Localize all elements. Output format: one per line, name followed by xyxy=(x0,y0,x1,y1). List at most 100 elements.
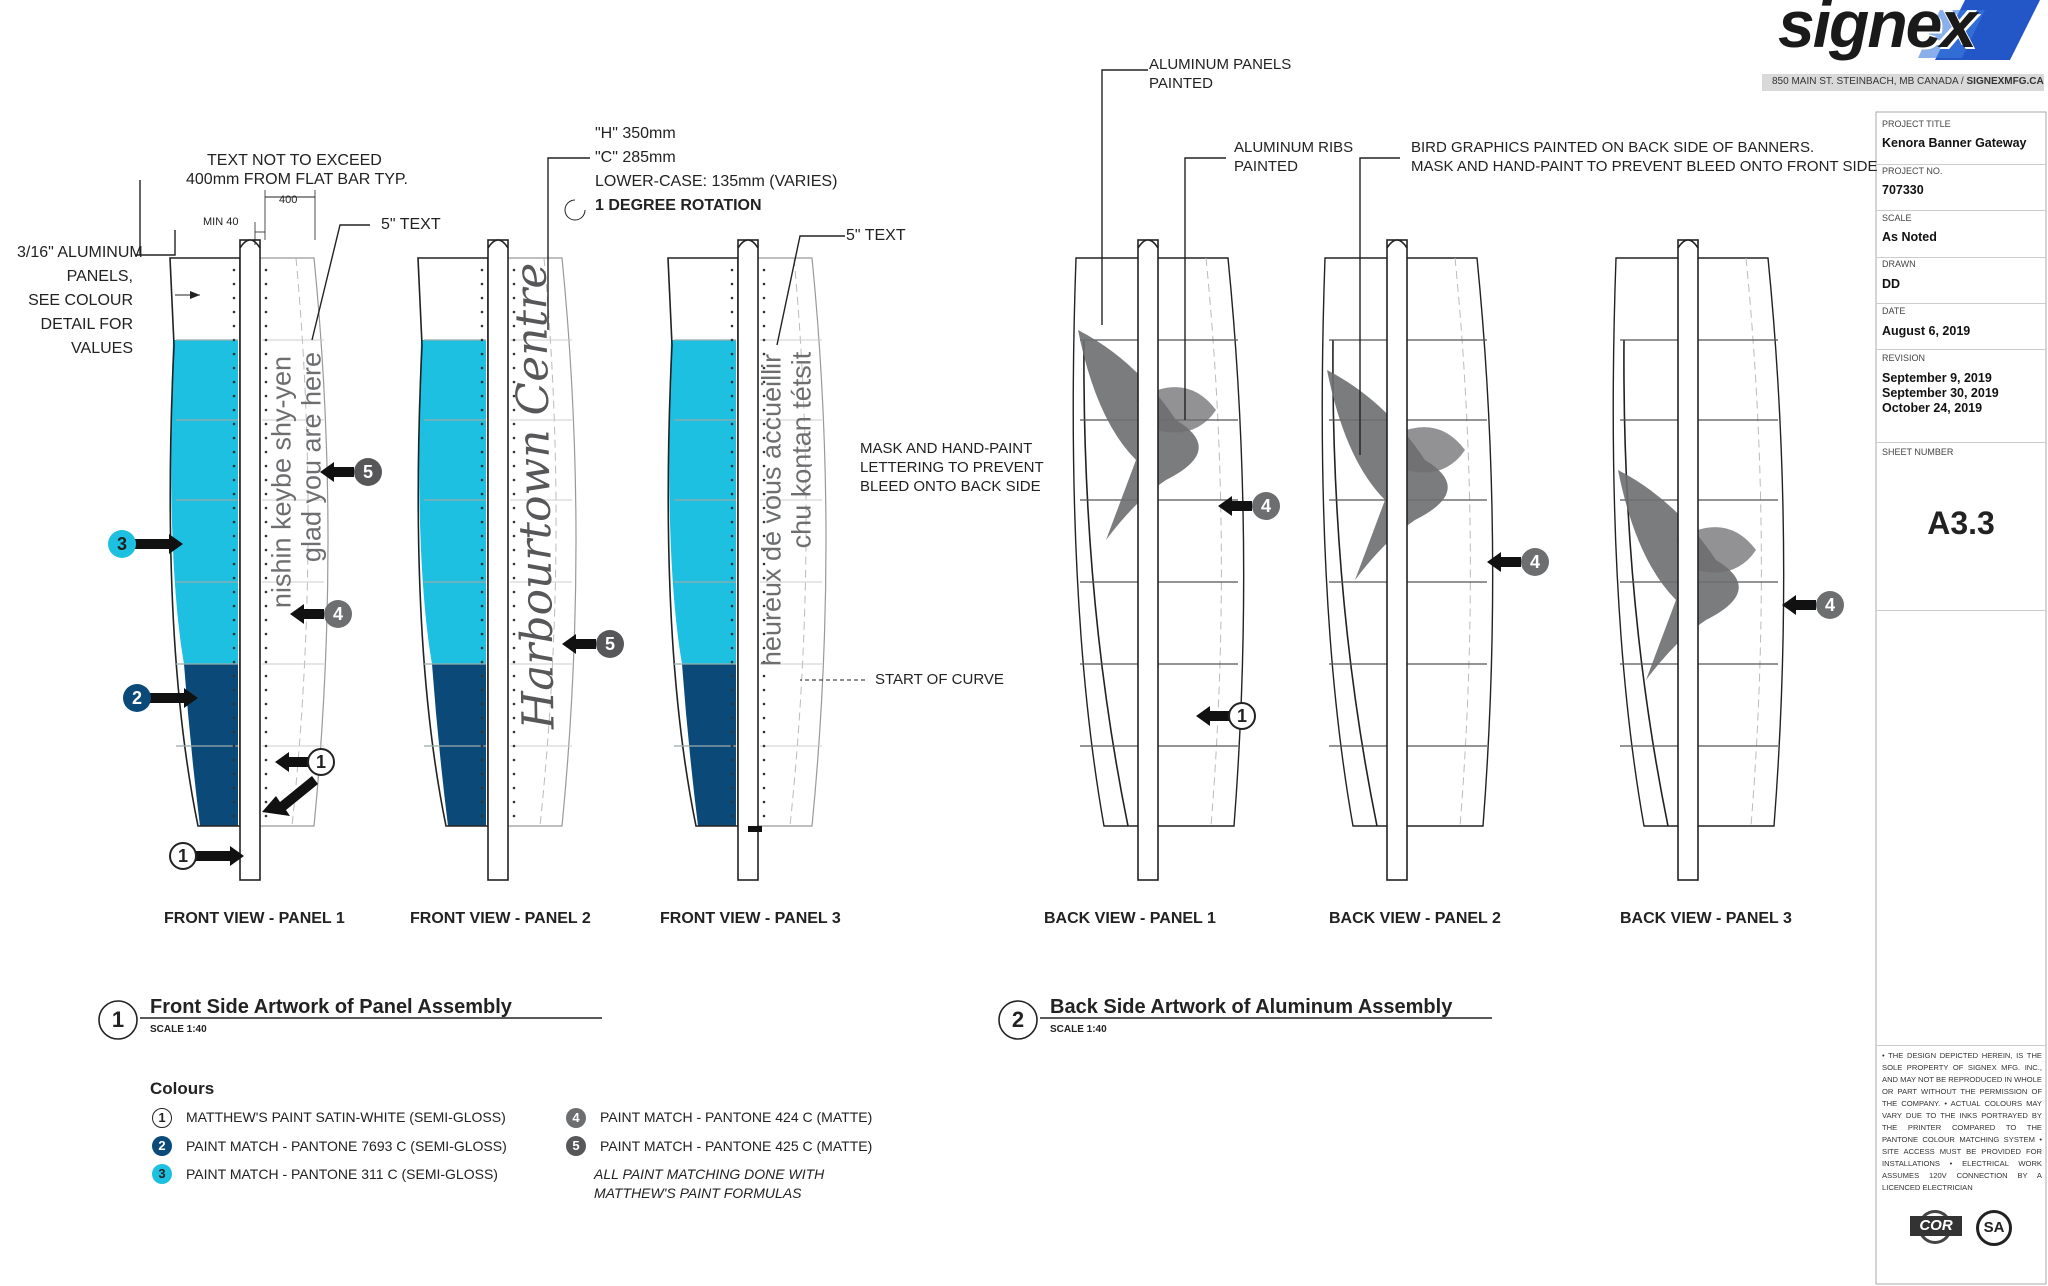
colour-swatch-2: 2 xyxy=(152,1136,172,1156)
rivet xyxy=(264,506,268,510)
rivet xyxy=(232,436,236,440)
rivet xyxy=(480,548,484,552)
website-text[interactable]: SIGNEXMFG.CA xyxy=(1966,76,2044,87)
tb-row-project-no xyxy=(1876,164,2046,211)
rivet xyxy=(512,268,516,272)
rivet xyxy=(730,702,734,706)
rivet xyxy=(762,506,766,510)
note-panels-3: SEE COLOUR xyxy=(28,292,133,309)
rivet xyxy=(762,800,766,804)
rivet xyxy=(232,534,236,538)
rivet xyxy=(762,632,766,636)
colour-label-3: PAINT MATCH - PANTONE 311 C (SEMI-GLOSS) xyxy=(186,1166,498,1182)
fat-arrow xyxy=(320,462,354,482)
pole-cap xyxy=(1677,239,1699,249)
note-mask-3: BLEED ONTO BACK SIDE xyxy=(860,478,1041,495)
rivet xyxy=(762,758,766,762)
rivet xyxy=(480,338,484,342)
rivet xyxy=(512,632,516,636)
rivet xyxy=(232,716,236,720)
note-five-inch-text-b: 5" TEXT xyxy=(846,227,906,244)
rivet xyxy=(264,380,268,384)
colour-label-5: PAINT MATCH - PANTONE 425 C (MATTE) xyxy=(600,1138,873,1154)
rivet xyxy=(512,534,516,538)
tb-revision-2: September 30, 2019 xyxy=(1882,386,1999,400)
rivet xyxy=(264,786,268,790)
rivet xyxy=(480,730,484,734)
tb-date: August 6, 2019 xyxy=(1882,324,1971,338)
rivet xyxy=(730,730,734,734)
callout-bubble-one: 1 xyxy=(1228,702,1256,730)
colour-swatch-4: 4 xyxy=(566,1108,586,1128)
dim-min-40: MIN 40 xyxy=(203,216,239,228)
rivet xyxy=(232,268,236,272)
rivet xyxy=(730,464,734,468)
rivet xyxy=(512,702,516,706)
banner-pole xyxy=(1677,239,1699,881)
callout-bubble-one: 1 xyxy=(307,748,335,776)
callout-bubble-one: 1 xyxy=(169,842,197,870)
rivet xyxy=(730,506,734,510)
rivet xyxy=(232,618,236,622)
rivet xyxy=(762,674,766,678)
rivet xyxy=(762,366,766,370)
rivet xyxy=(730,338,734,342)
rivet xyxy=(762,772,766,776)
rivet xyxy=(232,352,236,356)
csa-logo: SA xyxy=(1976,1210,2012,1246)
tb-sheet-label: SHEET NUMBER xyxy=(1882,447,1954,457)
colour-swatch-3: 3 xyxy=(152,1164,172,1184)
caption-front-panel-2: FRONT VIEW - PANEL 2 xyxy=(410,910,591,927)
banner-text-panel2-script: Harbourtown Centre xyxy=(505,262,565,730)
colour-label-2: PAINT MATCH - PANTONE 7693 C (SEMI-GLOSS… xyxy=(186,1138,507,1154)
rivet xyxy=(264,646,268,650)
rivet xyxy=(232,590,236,594)
rivet xyxy=(730,436,734,440)
panel-drawings xyxy=(169,239,1785,881)
rivet xyxy=(480,282,484,286)
rivet xyxy=(480,366,484,370)
panel-left-outline xyxy=(169,257,241,827)
rivet xyxy=(762,520,766,524)
rivet xyxy=(232,296,236,300)
address-text: 850 MAIN ST. STEINBACH, MB CANADA / xyxy=(1772,76,1967,87)
rivet xyxy=(480,534,484,538)
rivet xyxy=(264,338,268,342)
rivet xyxy=(480,562,484,566)
rivet xyxy=(512,296,516,300)
panel-right-outline xyxy=(508,257,577,827)
tb-drawn-label: DRAWN xyxy=(1882,259,1916,269)
rivet xyxy=(264,282,268,286)
rivet xyxy=(264,758,268,762)
rivet xyxy=(480,352,484,356)
rivet xyxy=(480,506,484,510)
tb-revision-label: REVISION xyxy=(1882,353,1926,363)
note-lowercase-size: LOWER-CASE: 135mm (VARIES) xyxy=(595,173,838,190)
tb-disclaimer: • THE DESIGN DEPICTED HEREIN, IS THE SOL… xyxy=(1882,1051,2042,1192)
rivet xyxy=(480,380,484,384)
rivet xyxy=(480,814,484,818)
panel-colour-311 xyxy=(669,340,736,664)
banner-text-panel1-line2: glad you are here xyxy=(296,351,327,563)
banner-pole xyxy=(737,239,759,881)
rivet xyxy=(480,716,484,720)
rivet xyxy=(264,352,268,356)
rivet xyxy=(512,450,516,454)
rivet xyxy=(730,758,734,762)
rivet xyxy=(480,464,484,468)
rivet xyxy=(264,604,268,608)
rivet xyxy=(762,422,766,426)
rivet xyxy=(762,730,766,734)
rivet xyxy=(480,520,484,524)
rivet xyxy=(480,772,484,776)
rivet xyxy=(480,786,484,790)
rivet xyxy=(480,408,484,412)
section-back-number: 2 xyxy=(1011,1007,1025,1032)
rivet xyxy=(762,646,766,650)
rivet xyxy=(480,618,484,622)
panel-curve-guide xyxy=(291,257,309,827)
rivet xyxy=(232,604,236,608)
rivet xyxy=(232,688,236,692)
rivet xyxy=(730,576,734,580)
rivet xyxy=(762,814,766,818)
